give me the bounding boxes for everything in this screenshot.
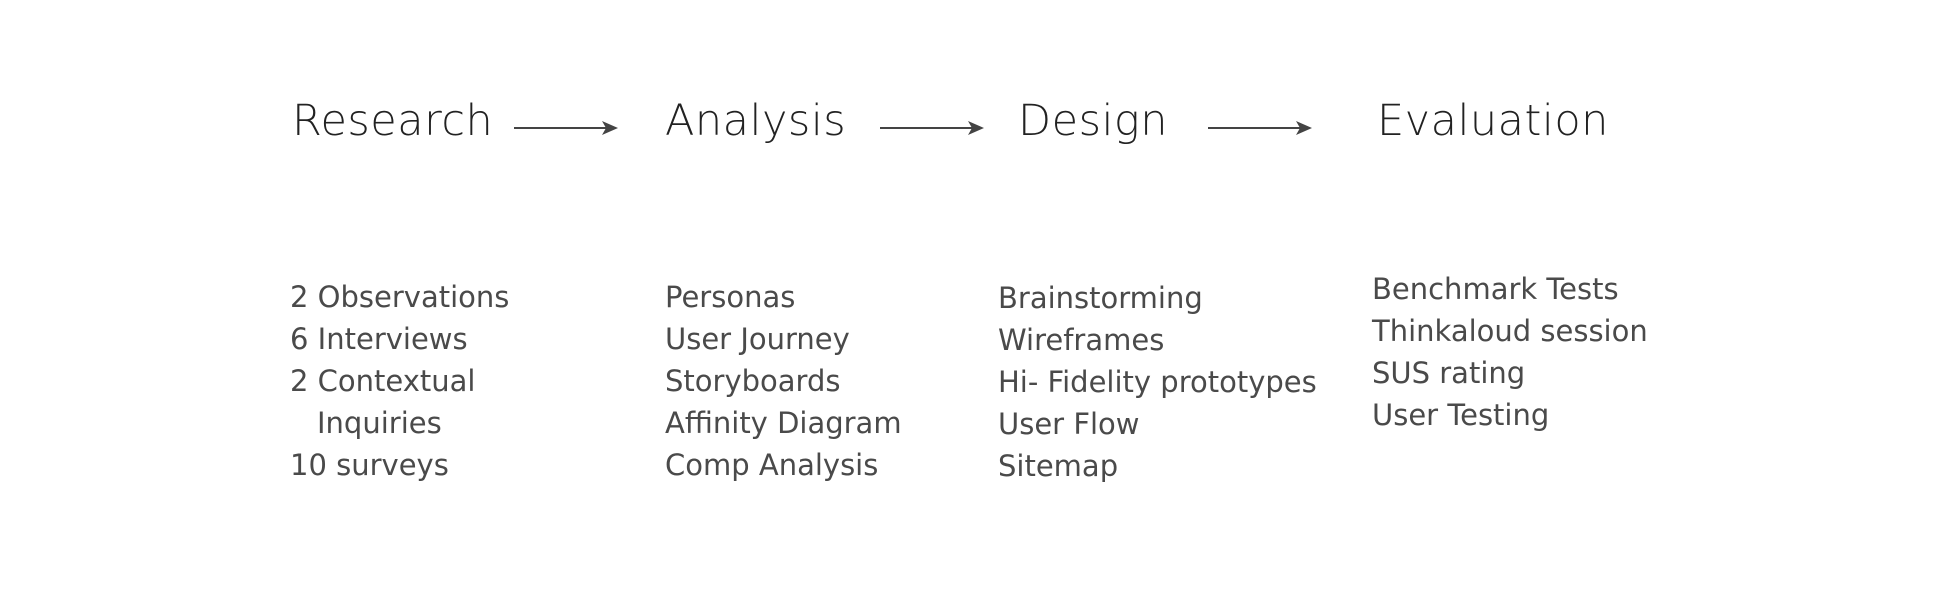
list-item: Affinity Diagram bbox=[665, 406, 902, 440]
list-item: Brainstorming bbox=[998, 281, 1203, 315]
list-item: Inquiries bbox=[290, 402, 509, 444]
arrow-right-icon bbox=[514, 118, 620, 138]
stage-items-research: 2 Observations 6 Interviews 2 Contextual… bbox=[290, 276, 509, 486]
list-item: User Journey bbox=[665, 322, 850, 356]
list-item: Personas bbox=[665, 280, 796, 314]
list-item: User Testing bbox=[1372, 398, 1550, 432]
list-item: Storyboards bbox=[665, 364, 841, 398]
stage-items-design: Brainstorming Wireframes Hi- Fidelity pr… bbox=[998, 277, 1317, 487]
stage-items-analysis: Personas User Journey Storyboards Affini… bbox=[665, 276, 902, 486]
list-item: 2 Contextual bbox=[290, 364, 476, 398]
list-item-continuation: Inquiries bbox=[317, 406, 442, 440]
list-item: Hi- Fidelity prototypes bbox=[998, 365, 1317, 399]
list-item: Comp Analysis bbox=[665, 448, 879, 482]
stage-title-design: Design bbox=[1018, 96, 1168, 146]
list-item: Benchmark Tests bbox=[1372, 272, 1619, 306]
list-item: 6 Interviews bbox=[290, 322, 468, 356]
list-item: 10 surveys bbox=[290, 448, 449, 482]
list-item: Thinkaloud session bbox=[1372, 314, 1648, 348]
stage-items-evaluation: Benchmark Tests Thinkaloud session SUS r… bbox=[1372, 268, 1648, 436]
arrow-right-icon bbox=[880, 118, 986, 138]
list-item: SUS rating bbox=[1372, 356, 1526, 390]
list-item: Sitemap bbox=[998, 449, 1119, 483]
list-item: User Flow bbox=[998, 407, 1140, 441]
list-item: 2 Observations bbox=[290, 280, 510, 314]
list-item: Wireframes bbox=[998, 323, 1165, 357]
stage-title-analysis: Analysis bbox=[665, 96, 847, 146]
stage-title-research: Research bbox=[292, 96, 494, 146]
stage-title-evaluation: Evaluation bbox=[1377, 96, 1609, 146]
arrow-right-icon bbox=[1208, 118, 1314, 138]
